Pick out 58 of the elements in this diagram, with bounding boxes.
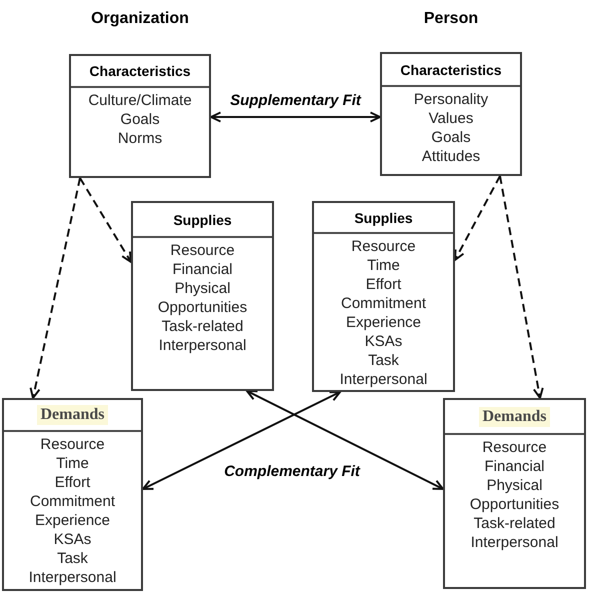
category-box: [69, 54, 211, 178]
double-headed-arrow: [210, 112, 381, 122]
list-item: Physical: [174, 279, 230, 298]
list-item: Interpersonal: [28, 568, 116, 587]
list-item: Opportunities: [158, 298, 248, 317]
list-item: Commitment: [30, 492, 115, 511]
category-box: [131, 201, 274, 391]
dashed-arrow: [79, 177, 132, 263]
list-item: Goals: [431, 128, 471, 147]
list-item: Interpersonal: [340, 370, 428, 389]
list-item: Resource: [40, 435, 105, 454]
list-item: Resource: [170, 241, 235, 260]
double-headed-arrow: [246, 390, 444, 490]
list-item: Time: [367, 256, 400, 275]
list-item: KSAs: [364, 332, 402, 351]
box-heading: Demands: [37, 405, 108, 425]
list-item: Effort: [366, 275, 402, 294]
list-item: Task: [57, 549, 88, 568]
box-heading: Characteristics: [89, 62, 191, 80]
list-item: Resource: [351, 237, 416, 256]
list-item: Experience: [346, 313, 422, 332]
category-box: [2, 398, 143, 591]
dashed-arrow: [454, 176, 501, 261]
box-heading: Characteristics: [400, 60, 502, 78]
column-heading: Organization: [91, 9, 189, 29]
list-item: Attitudes: [422, 147, 480, 166]
list-item: Resource: [482, 438, 547, 457]
box-heading: Demands: [479, 406, 550, 426]
list-item: Culture/Climate: [88, 91, 192, 110]
list-item: Task-related: [474, 514, 556, 533]
list-item: Opportunities: [470, 495, 560, 514]
list-item: Effort: [54, 473, 90, 492]
list-item: Interpersonal: [470, 533, 558, 552]
list-item: Time: [56, 454, 89, 473]
list-item: Task-related: [162, 317, 244, 336]
edge-label: Supplementary Fit: [228, 91, 363, 110]
box-heading: Supplies: [354, 208, 413, 226]
list-item: Physical: [486, 476, 542, 495]
list-item: Norms: [118, 129, 162, 148]
column-heading: Person: [424, 9, 478, 29]
list-item: Experience: [34, 511, 110, 530]
list-item: Financial: [484, 457, 545, 476]
list-item: Financial: [172, 260, 233, 279]
category-box: [312, 201, 455, 392]
dashed-arrow: [499, 176, 544, 399]
fit-label: Complementary Fit: [224, 462, 360, 482]
double-headed-arrow: [142, 391, 341, 490]
list-item: Task: [368, 351, 399, 370]
dashed-arrow: [30, 178, 81, 399]
list-item: Goals: [120, 110, 160, 129]
category-box: [380, 52, 522, 176]
list-item: KSAs: [54, 530, 92, 549]
list-item: Personality: [414, 90, 488, 109]
category-box: [443, 398, 586, 589]
list-item: Values: [428, 109, 474, 128]
box-heading: Supplies: [173, 210, 232, 228]
list-item: Commitment: [340, 294, 426, 313]
list-item: Interpersonal: [158, 336, 246, 355]
